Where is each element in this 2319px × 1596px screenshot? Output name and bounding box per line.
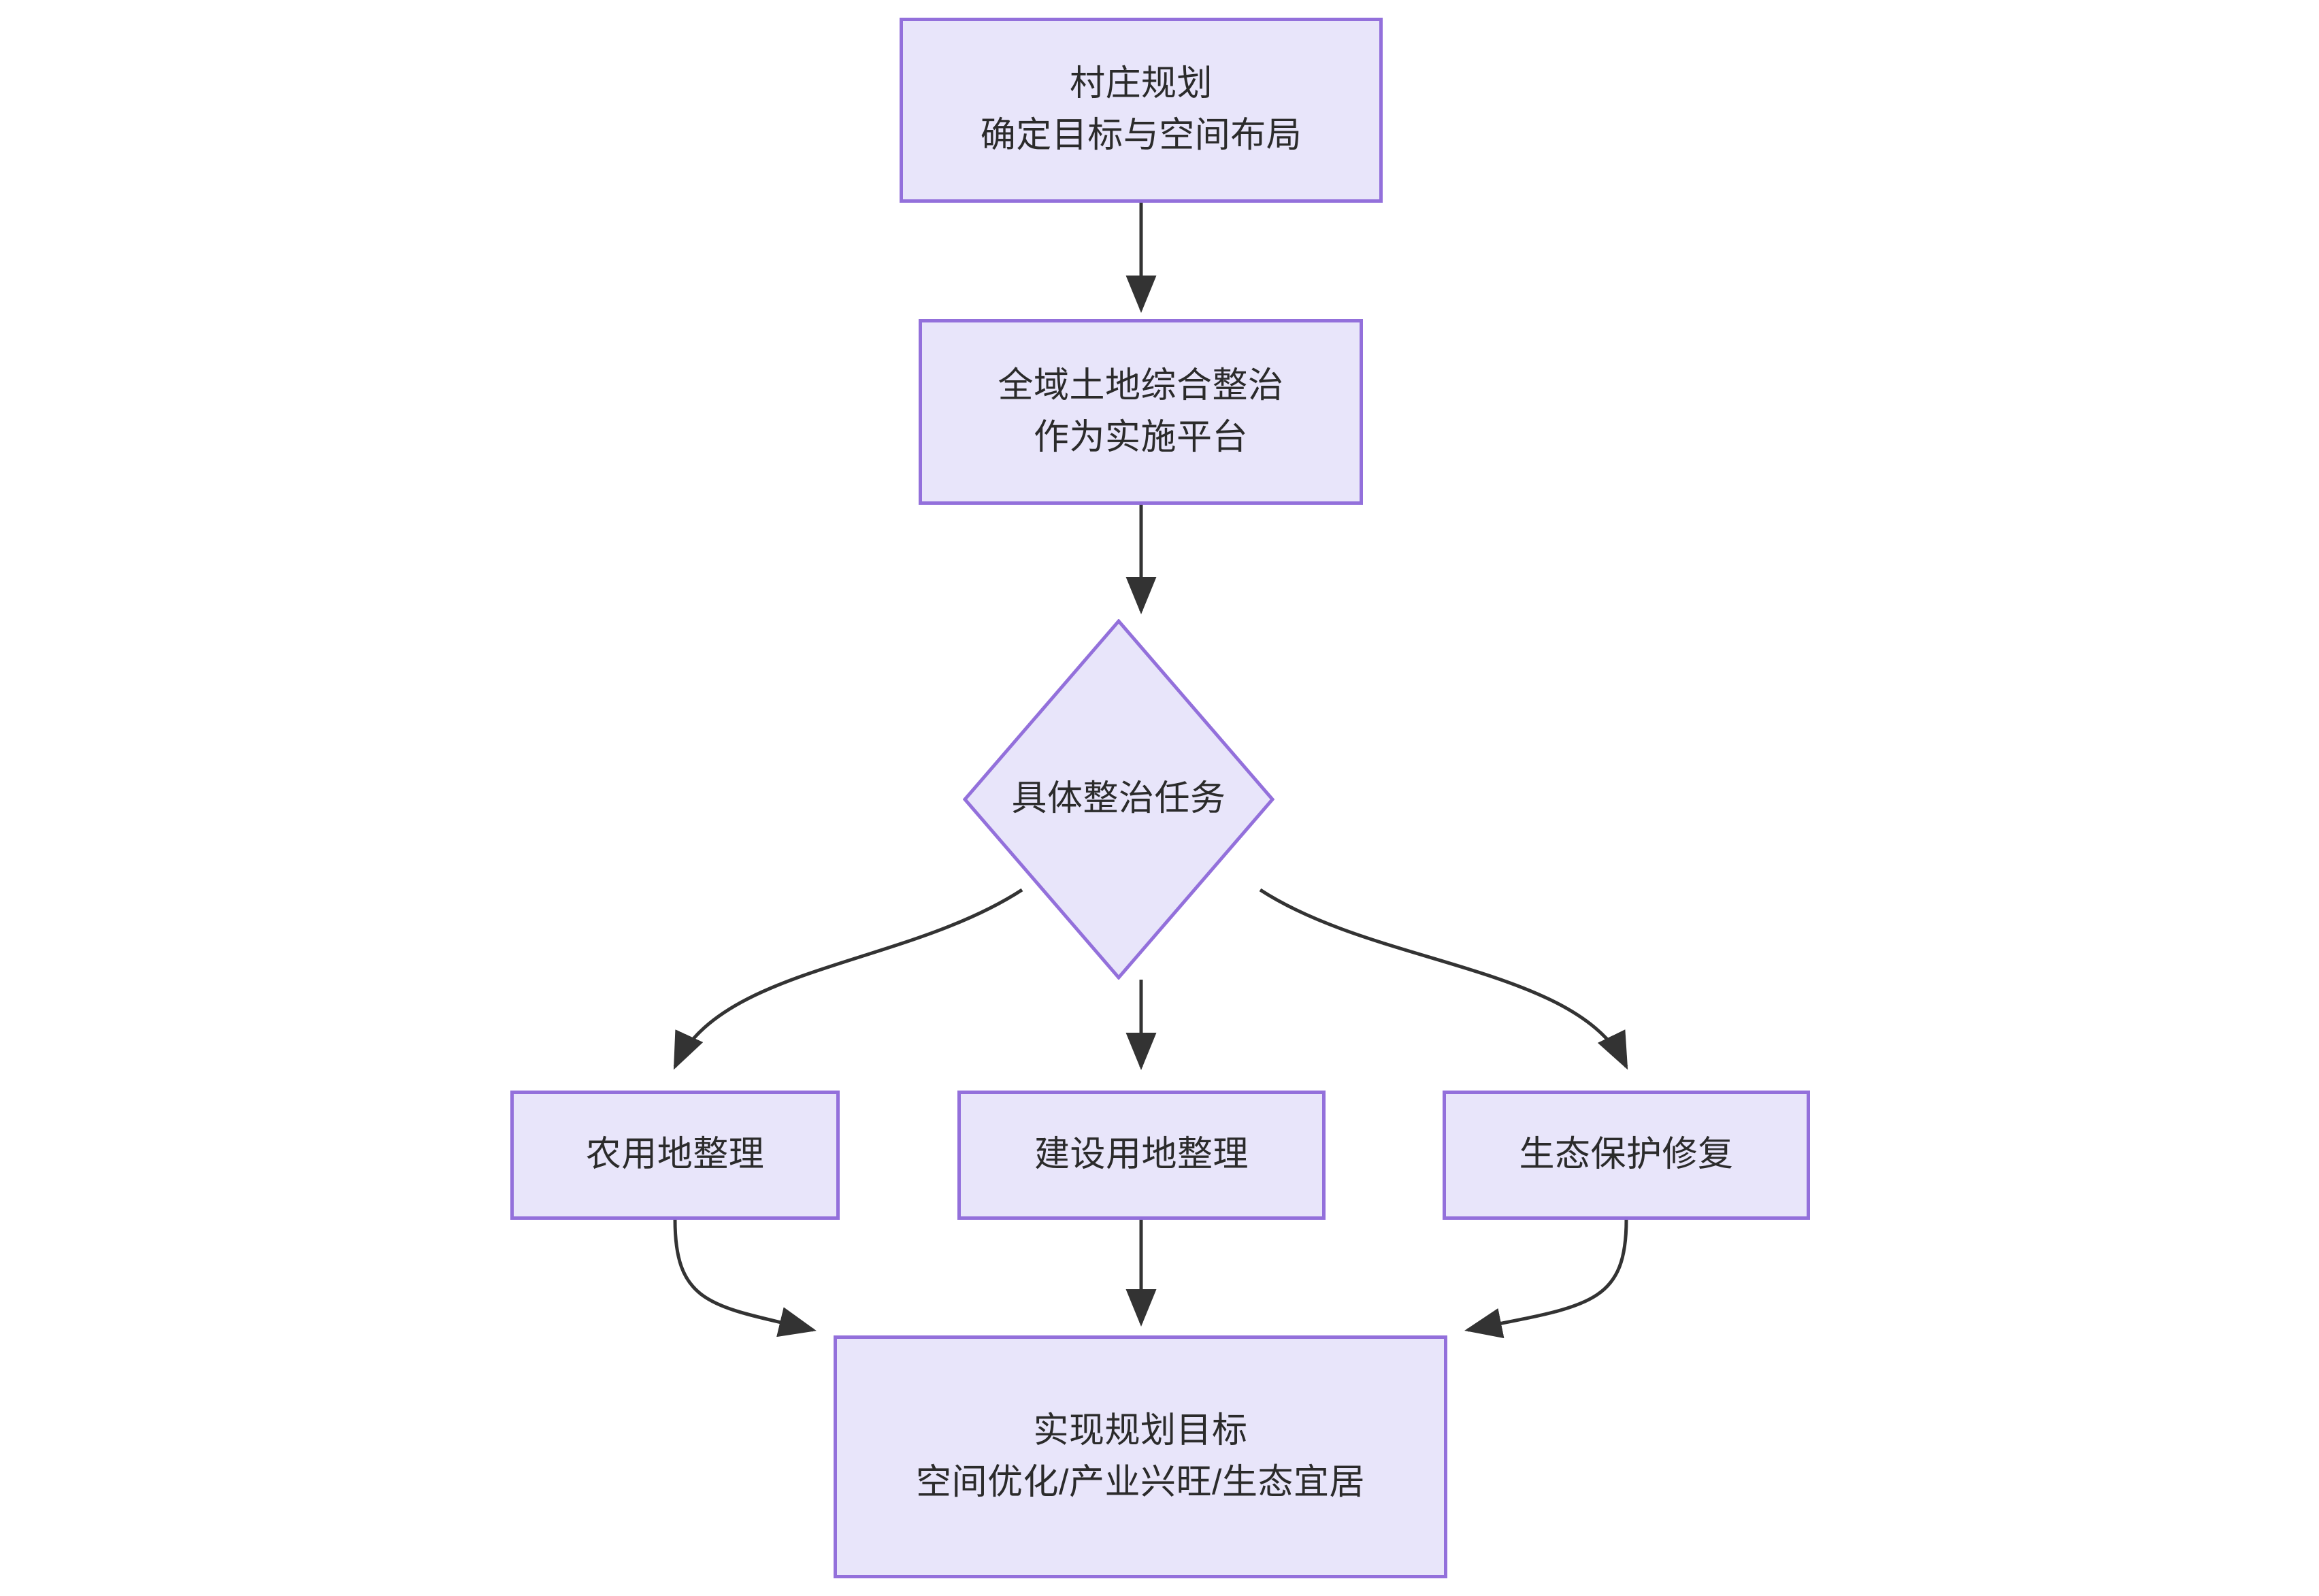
node-village-plan-label: 村庄规划 确定目标与空间布局 — [980, 64, 1302, 155]
node-ecology-restoration[interactable]: 生态保护修复 — [1443, 1091, 1810, 1220]
node-village-plan[interactable]: 村庄规划 确定目标与空间布局 — [900, 18, 1383, 203]
node-land-platform[interactable]: 全域土地综合整治 作为实施平台 — [919, 319, 1363, 505]
edge-farmland-to-goal — [673, 1219, 817, 1337]
node-planning-goal-label: 实现规划目标 空间优化/产业兴旺/生态宜居 — [916, 1410, 1365, 1502]
node-construction-land-label: 建设用地整理 — [1034, 1135, 1249, 1175]
node-farmland[interactable]: 农用地整理 — [510, 1091, 840, 1220]
node-land-platform-label: 全域土地综合整治 作为实施平台 — [998, 365, 1284, 457]
node-tasks-label: 具体整治任务 — [1011, 779, 1226, 819]
node-construction-land[interactable]: 建设用地整理 — [957, 1091, 1326, 1220]
node-tasks-decision[interactable]: 具体整治任务 — [963, 619, 1274, 980]
diamond-shape-icon — [963, 619, 1274, 980]
edge-tasks-to-ecology — [1259, 888, 1628, 1070]
node-planning-goal[interactable]: 实现规划目标 空间优化/产业兴旺/生态宜居 — [834, 1335, 1447, 1578]
node-farmland-label: 农用地整理 — [585, 1135, 765, 1175]
edge-ecology-to-goal — [1464, 1219, 1628, 1339]
node-ecology-restoration-label: 生态保护修复 — [1519, 1135, 1734, 1175]
